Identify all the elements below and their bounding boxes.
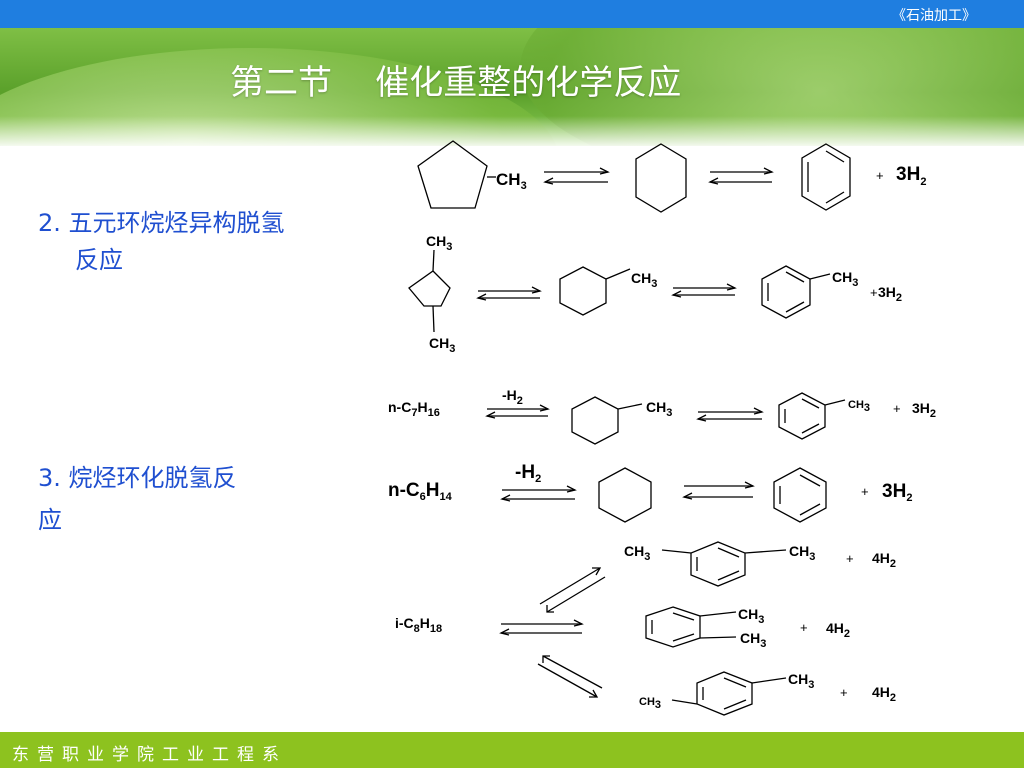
plus-sign: + bbox=[846, 551, 854, 566]
section-3-heading: 3. 烷烃环化脱氢反 bbox=[38, 464, 237, 492]
plus-sign: + bbox=[861, 484, 869, 499]
leaf-banner bbox=[0, 28, 1024, 146]
minus-h2-label: -H2 bbox=[502, 387, 523, 407]
hydrogen-product: 3H2 bbox=[912, 400, 936, 420]
benzene-ring-2 bbox=[773, 467, 827, 523]
n-hexane-label: n-C6H14 bbox=[388, 480, 453, 503]
footer-org: 东营职业学院工业工程系 bbox=[12, 745, 287, 765]
dimethylcyclopentane-ring bbox=[408, 270, 451, 307]
methyl-label: CH3 bbox=[631, 270, 657, 290]
n-heptane-label: n-C7H16 bbox=[388, 399, 440, 419]
hydrogen-product: 4H2 bbox=[872, 684, 896, 704]
top-bar: 《石油加工》 bbox=[0, 0, 1024, 28]
slide-title: 第二节 催化重整的化学反应 bbox=[230, 63, 682, 103]
plus-sign: + bbox=[870, 285, 878, 300]
hydrogen-product: 3H2 bbox=[896, 164, 926, 188]
hydrogen-product: 4H2 bbox=[872, 550, 896, 570]
section-2-heading: 2. 五元环烷烃异构脱氢 bbox=[38, 209, 285, 237]
methylcyclohexane-ring bbox=[559, 266, 607, 316]
benzene-ring bbox=[801, 143, 851, 211]
book-title: 《石油加工》 bbox=[892, 8, 976, 24]
plus-sign: + bbox=[893, 401, 901, 416]
methyl-label: CH3 bbox=[789, 543, 815, 563]
section-2-heading-cont: 反应 bbox=[75, 246, 123, 274]
minus-h2-label: -H2 bbox=[515, 462, 541, 485]
toluene-ring bbox=[761, 265, 811, 319]
footer-bar: 东营职业学院工业工程系 bbox=[0, 732, 1024, 768]
cyclohexane-ring-2 bbox=[571, 396, 619, 445]
cyclohexane-ring-3 bbox=[598, 467, 652, 523]
toluene-ring-2 bbox=[778, 392, 826, 440]
methyl-label: CH3 bbox=[848, 399, 870, 414]
methyl-label: CH3 bbox=[426, 233, 452, 253]
plus-sign: + bbox=[876, 168, 884, 183]
hydrogen-product: 4H2 bbox=[826, 620, 850, 640]
hydrogen-product: 3H2 bbox=[878, 284, 902, 304]
methyl-label: CH3 bbox=[646, 399, 672, 419]
i-octane-label: i-C8H18 bbox=[395, 615, 442, 635]
methyl-label: CH3 bbox=[624, 543, 650, 563]
plus-sign: + bbox=[840, 685, 848, 700]
section-3-heading-cont: 应 bbox=[38, 506, 62, 534]
methyl-label: CH3 bbox=[639, 696, 661, 711]
methyl-label: CH3 bbox=[738, 606, 764, 626]
plus-sign: + bbox=[800, 620, 808, 635]
hydrogen-product: 3H2 bbox=[882, 481, 912, 504]
methyl-label: CH3 bbox=[496, 170, 527, 192]
banner-fade bbox=[0, 116, 1024, 146]
cyclohexane-ring bbox=[635, 143, 687, 213]
methyl-label: CH3 bbox=[740, 630, 766, 650]
methyl-label: CH3 bbox=[832, 269, 858, 289]
cyclopentane-ring bbox=[417, 140, 488, 209]
methyl-label: CH3 bbox=[429, 335, 455, 355]
methyl-label: CH3 bbox=[788, 671, 814, 691]
